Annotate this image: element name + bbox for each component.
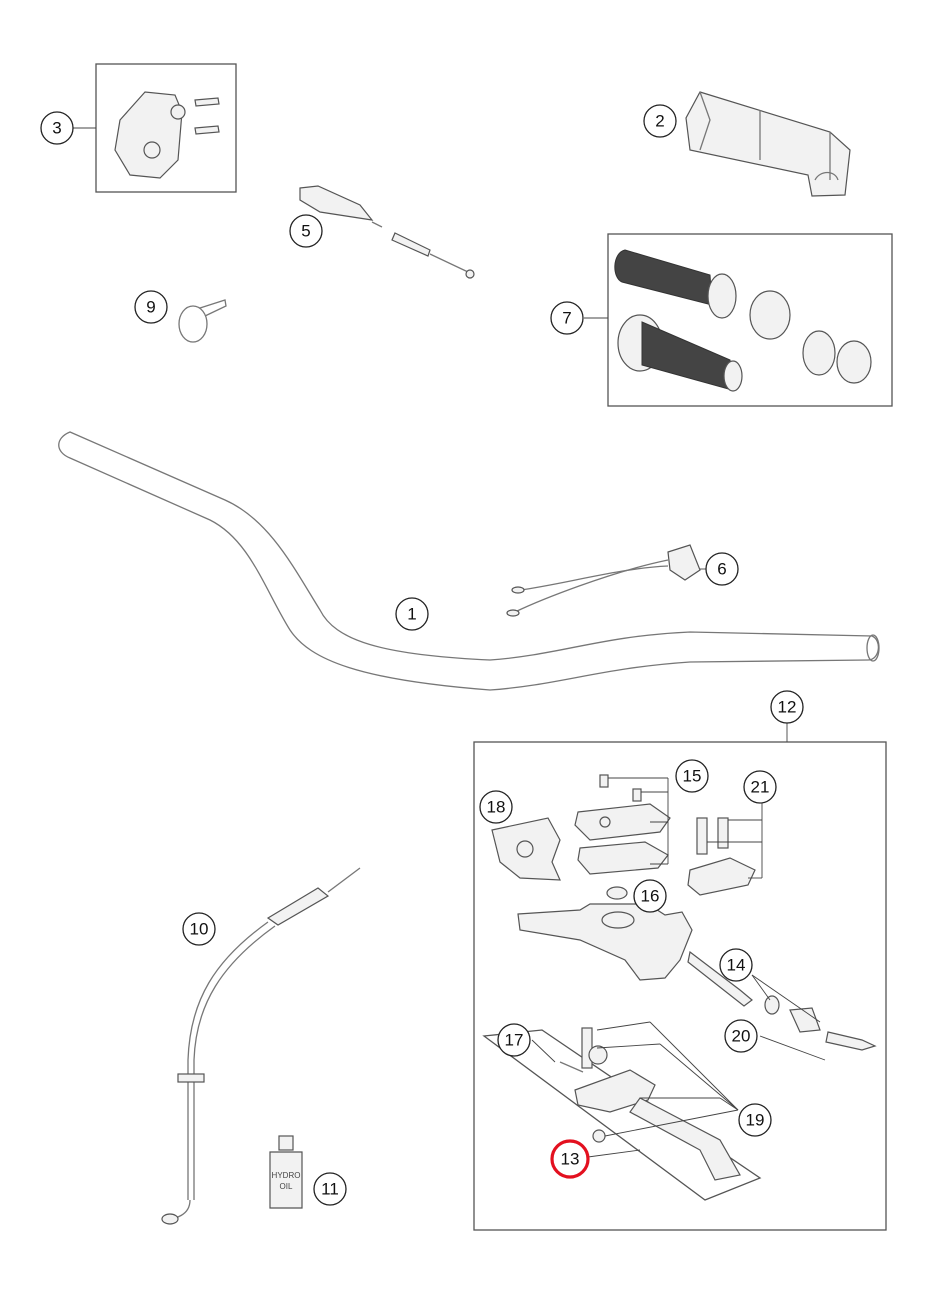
svg-text:13: 13 — [561, 1150, 580, 1169]
callout-6: 6 — [705, 552, 739, 586]
callout-5: 5 — [289, 214, 323, 248]
svg-text:19: 19 — [746, 1111, 765, 1130]
callout-12: 12 — [770, 690, 804, 724]
svg-text:16: 16 — [641, 887, 660, 906]
callout-19: 19 — [738, 1103, 772, 1137]
callout-10: 10 — [182, 912, 216, 946]
svg-text:6: 6 — [717, 560, 726, 579]
handlebar — [58, 431, 880, 691]
callout-17: 17 — [497, 1023, 531, 1057]
callout-leaders — [73, 127, 706, 570]
svg-text:1: 1 — [407, 605, 416, 624]
svg-text:3: 3 — [52, 119, 61, 138]
svg-text:2: 2 — [655, 112, 664, 131]
callout-11: 11 — [313, 1172, 347, 1206]
svg-text:7: 7 — [562, 309, 571, 328]
svg-text:15: 15 — [683, 767, 702, 786]
switch-assembly — [95, 63, 237, 193]
svg-text:9: 9 — [146, 298, 155, 317]
kill-switch — [506, 544, 701, 617]
hydraulic-oil-bottle: HYDRO OIL — [269, 1135, 303, 1209]
svg-text:21: 21 — [751, 778, 770, 797]
svg-text:14: 14 — [727, 956, 746, 975]
grips-assembly — [607, 233, 893, 407]
bottle-label-line1: HYDRO — [272, 1171, 301, 1180]
svg-text:18: 18 — [487, 798, 506, 817]
callout-16: 16 — [633, 879, 667, 913]
handlebar-pad — [685, 91, 851, 197]
master-cylinder-assembly — [473, 723, 887, 1231]
callout-9: 9 — [134, 290, 168, 324]
svg-text:10: 10 — [190, 920, 209, 939]
callout-15: 15 — [675, 759, 709, 793]
throttle-cable — [299, 185, 475, 279]
callout-1: 1 — [395, 597, 429, 631]
callout-18: 18 — [479, 790, 513, 824]
callout-7: 7 — [550, 301, 584, 335]
bottle-label-line2: OIL — [280, 1182, 293, 1191]
callout-14: 14 — [719, 948, 753, 982]
svg-text:5: 5 — [301, 222, 310, 241]
callout-20: 20 — [724, 1019, 758, 1053]
callout-2: 2 — [643, 104, 677, 138]
callout-21: 21 — [743, 770, 777, 804]
cable-tie — [178, 299, 227, 343]
callout-13-highlighted: 13 — [550, 1139, 590, 1179]
clutch-cable — [161, 867, 361, 1225]
svg-text:17: 17 — [505, 1031, 524, 1050]
callout-3: 3 — [40, 111, 74, 145]
svg-text:20: 20 — [732, 1027, 751, 1046]
svg-text:11: 11 — [321, 1180, 339, 1199]
svg-text:12: 12 — [778, 698, 797, 717]
